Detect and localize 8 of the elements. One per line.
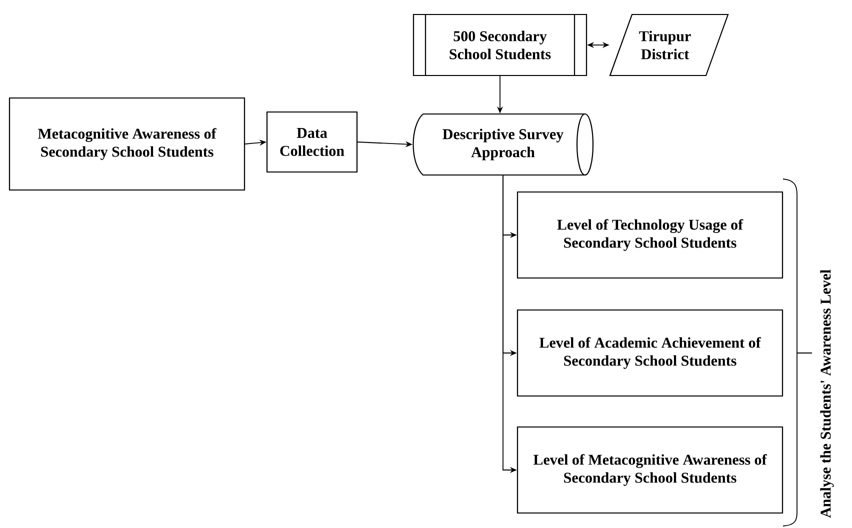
predefined-process-box: 500 Secondary School Students [412, 14, 588, 76]
process-box: Metacognitive Awareness of Secondary School Students [8, 97, 246, 191]
process-box: Level of Technology Usage of Secondary School Students [516, 191, 784, 279]
process-box: Level of Academic Achievement of Secondary School Students [516, 309, 784, 397]
data-parallelogram: Tirupur District [609, 14, 729, 76]
rotated-note: Analyse the Students' Awareness Level [820, 270, 834, 518]
process-box: Data Collection [266, 111, 358, 173]
process-box: Level of Metacognitive Awareness of Secondary School Students [516, 426, 784, 514]
